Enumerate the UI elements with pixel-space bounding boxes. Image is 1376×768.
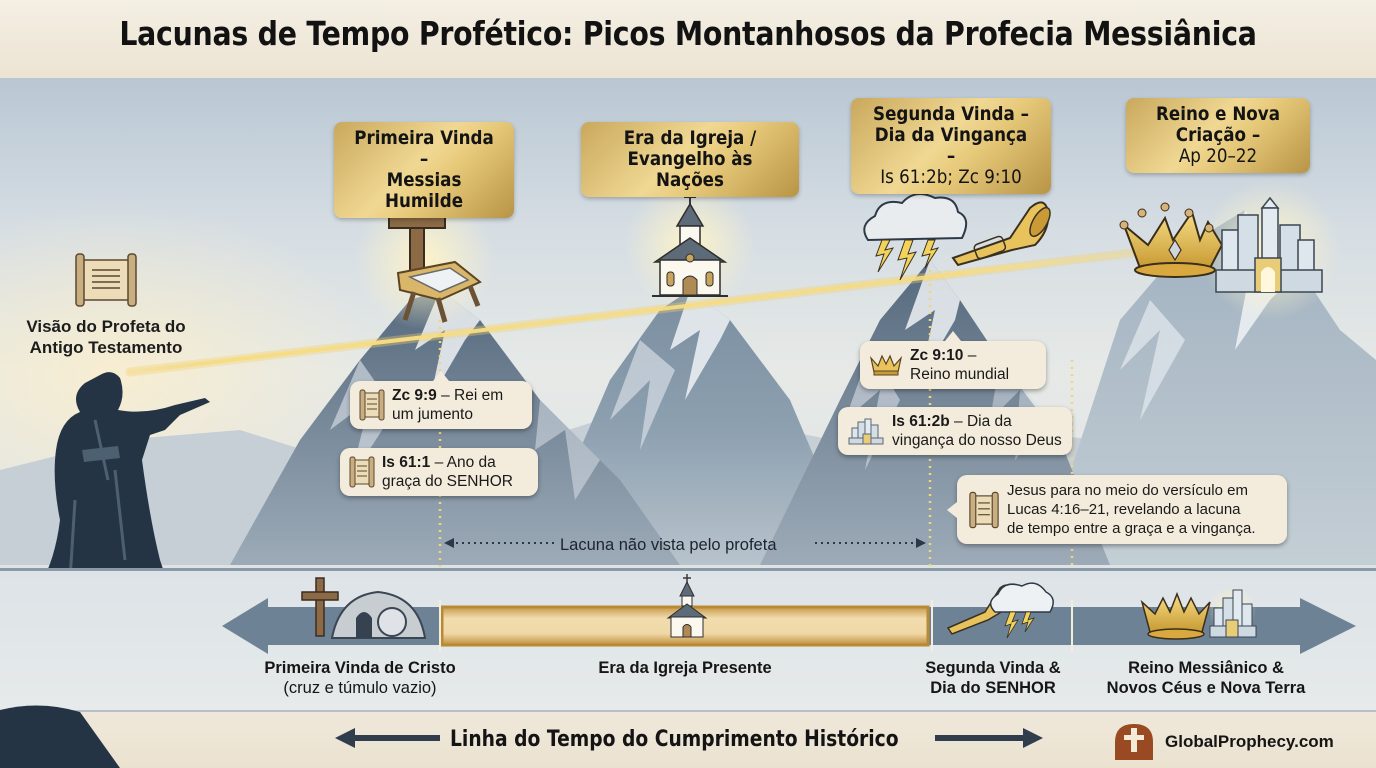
callout-is-61-2b: Is 61:2b – Dia da vingança do nosso Deus bbox=[838, 407, 1072, 455]
church-icon bbox=[652, 190, 728, 297]
cross-icon bbox=[301, 577, 339, 637]
storm-cloud-icon bbox=[863, 193, 968, 281]
timeline-label-kingdom: Reino Messiânico & Novos Céus e Nova Ter… bbox=[1106, 659, 1306, 697]
heavenly-city-icon bbox=[848, 418, 884, 445]
timeline-label-first-coming: Primeira Vinda de Cristo (cruz e túmulo … bbox=[264, 659, 456, 697]
gap-arrow bbox=[444, 538, 926, 548]
heavenly-city-icon bbox=[1208, 586, 1257, 638]
peak-label-second-coming: Segunda Vinda – Dia da Vingança – Is 61:… bbox=[851, 98, 1051, 194]
trumpet-icon bbox=[951, 201, 1051, 267]
timeline-label-second-coming: Segunda Vinda & Dia do SENHOR bbox=[925, 659, 1061, 697]
peak-label-kingdom: Reino e Nova Criação – Ap 20–22 bbox=[1126, 98, 1310, 173]
crown-icon bbox=[869, 354, 903, 376]
scroll-icon bbox=[349, 456, 375, 488]
church-icon bbox=[666, 574, 708, 638]
scroll-icon bbox=[969, 491, 999, 528]
title-band: Lacunas de Tempo Profético: Picos Montan… bbox=[0, 0, 1376, 78]
peak-label-church-age: Era da Igreja / Evangelho às Nações bbox=[581, 122, 799, 197]
callout-is-61-1: Is 61:1 – Ano da graça do SENHOR bbox=[340, 448, 538, 496]
callout-luke-note: Jesus para no meio do versículo em Lucas… bbox=[947, 475, 1287, 544]
scroll-icon bbox=[359, 389, 385, 421]
callout-zc-9-9: Zc 9:9 – Rei em um jumento bbox=[350, 371, 532, 429]
manger-icon bbox=[396, 260, 482, 323]
empty-tomb-icon bbox=[330, 590, 427, 639]
gap-label: Lacuna não vista pelo profeta bbox=[560, 536, 777, 554]
peak-label-first-coming: Primeira Vinda – Messias Humilde bbox=[334, 122, 514, 218]
storm-cloud-icon bbox=[989, 582, 1054, 639]
heavenly-city-icon bbox=[1215, 196, 1323, 293]
scroll-icon bbox=[75, 253, 137, 307]
page-title: Lacunas de Tempo Profético: Picos Montan… bbox=[119, 14, 1257, 53]
brand-link[interactable]: GlobalProphecy.com bbox=[1165, 732, 1334, 751]
crown-icon bbox=[1140, 591, 1211, 640]
crown-icon bbox=[1119, 202, 1224, 278]
prophet-label: Visão do Profeta do Antigo Testamento bbox=[26, 317, 186, 357]
footer-title: Linha do Tempo do Cumprimento Histórico bbox=[450, 727, 899, 752]
callout-zc-9-10: Zc 9:10 – Reino mundial bbox=[860, 331, 1046, 389]
timeline-label-church-age: Era da Igreja Presente bbox=[598, 659, 772, 677]
